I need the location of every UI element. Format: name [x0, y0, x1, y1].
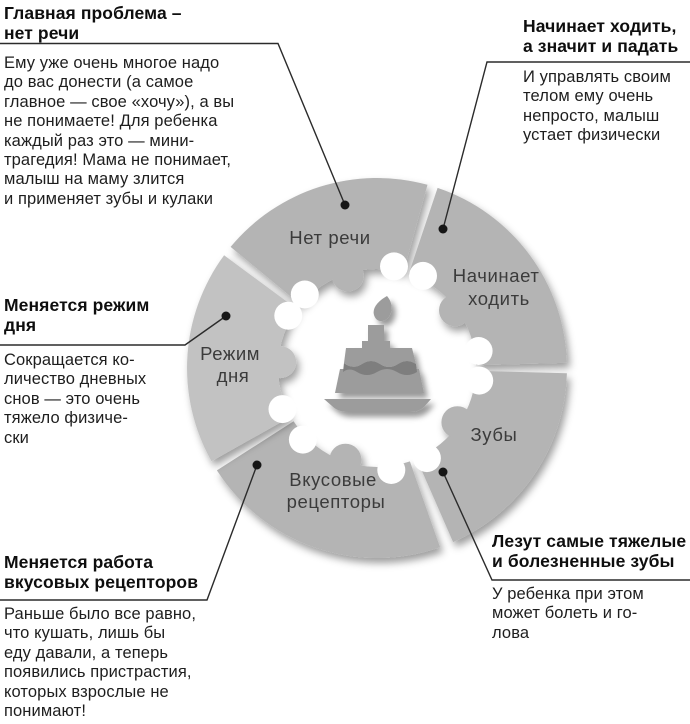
callout-body-line: что кушать, лишь бы [4, 624, 166, 643]
wheel-segment-teeth [416, 370, 567, 543]
callout-taste-body: Раньше было все равно, что кушать, лишь … [4, 605, 196, 721]
segment-shape-walking [408, 187, 567, 366]
inner-bump [439, 294, 471, 327]
callout-title-line: Главная проблема – [4, 3, 182, 23]
segment-label-walking: Начинает ходить [453, 265, 545, 309]
callout-teeth-title: Лезут самые тяжелые и болезненные зубы [492, 531, 686, 571]
callout-line-routine [0, 315, 227, 346]
callout-body-line: снов — это очень [4, 389, 141, 408]
callout-body-line: не понимаете! Для ребенка [4, 112, 218, 131]
inner-bump [329, 443, 362, 476]
inner-bump [441, 406, 474, 439]
callout-body-line: понимают! [4, 702, 87, 721]
inner-notch [412, 444, 441, 473]
inner-notch [380, 252, 408, 281]
segment-shape-no-speech [230, 177, 428, 305]
callout-routine-title: Меняется режим дня [4, 295, 149, 335]
callout-title-line: Лезут самые тяжелые [492, 531, 687, 551]
callout-title-line: Меняется работа [4, 552, 154, 572]
segment-label-teeth: Зубы [471, 424, 518, 445]
callout-dots [221, 200, 448, 477]
callout-no-speech-title: Главная проблема – нет речи [4, 3, 182, 43]
callout-body-line: телом ему очень [523, 87, 654, 106]
callout-body-line: каждый раз это — мини- [4, 131, 195, 150]
wheel: Нет речи Начинает ходить Зубы Вкусовые р… [0, 42, 690, 601]
wheel-segment-taste [216, 421, 441, 559]
callout-body-line: устает физически [523, 126, 661, 145]
birthday-cake-icon [324, 296, 431, 412]
callout-body-line: Ему уже очень многое надо [4, 54, 220, 72]
inner-notch [268, 395, 297, 424]
callout-lines [0, 42, 690, 601]
wheel-segment-walking [408, 187, 567, 366]
segment-label-taste: Вкусовые рецепторы [287, 469, 386, 512]
inner-notch [290, 280, 319, 309]
callout-title-line: а значит и падать [523, 36, 679, 56]
callout-body-line: может болеть и го- [492, 604, 638, 623]
callout-body-line: и применяет зубы и кулаки [4, 189, 214, 208]
inner-notch [464, 337, 493, 365]
callout-body-line: непросто, малыш [523, 106, 660, 125]
callout-walking-title: Начинает ходить, а значит и падать [523, 16, 678, 56]
callout-body-line: тяжело физиче- [4, 409, 128, 428]
callout-walking-body: И управлять своим телом ему очень непрос… [523, 68, 671, 146]
callout-routine-body: Сокращается ко- личество дневных снов — … [4, 351, 146, 448]
callout-body-line: лова [492, 623, 530, 642]
callout-line-taste [0, 464, 258, 601]
inner-bump [331, 259, 364, 292]
callout-dot-routine [221, 311, 231, 321]
segment-shape-taste [216, 421, 441, 559]
segment-label-no-speech: Нет речи [289, 227, 370, 248]
inner-notches [268, 252, 494, 484]
callout-line-no-speech [0, 42, 346, 206]
cake-flame [373, 296, 392, 322]
callout-taste-title: Меняется работа вкусовых рецепторов [4, 552, 198, 592]
callout-line-teeth [442, 471, 690, 581]
callout-body-line: И управлять своим [523, 68, 671, 86]
segment-shape-teeth [416, 370, 567, 543]
cake-bottom-tier [335, 369, 424, 393]
callout-dot-no-speech [340, 200, 350, 210]
inner-bump [264, 346, 297, 379]
cake-wave-shadow [343, 361, 417, 375]
segment-label-routine: Режим дня [200, 343, 266, 386]
callout-body-line: Сокращается ко- [4, 351, 135, 369]
callout-title-line: нет речи [4, 23, 80, 43]
callout-body-line: У ребенка при этом [492, 585, 644, 603]
wheel-segment-no-speech [230, 177, 428, 305]
callout-title-line: Начинает ходить, [523, 16, 677, 36]
callout-body-line: Раньше было все равно, [4, 605, 197, 623]
callout-title-line: и болезненные зубы [492, 551, 675, 571]
callout-body-line: ски [4, 428, 29, 447]
callout-body-line: личество дневных [4, 370, 147, 389]
cake-candle-base [362, 341, 390, 349]
callout-body-line: трагедия! Мама не понимает, [4, 151, 232, 170]
callout-title-line: дня [4, 315, 37, 335]
callout-dot-walking [438, 224, 448, 234]
inner-notch [377, 456, 406, 484]
callout-body-line: малыш на маму злится [4, 170, 185, 189]
inner-notch [465, 366, 494, 395]
callout-body-line: появились пристрастия, [4, 663, 192, 682]
inner-notch [274, 301, 303, 330]
callout-body-line: до вас донести (а самое [4, 73, 194, 92]
callout-line-walking [442, 61, 690, 230]
inner-notch [409, 261, 437, 290]
callout-dot-taste [252, 460, 262, 470]
cake-plate [324, 399, 431, 412]
callout-body-line: еду давали, а теперь [4, 643, 169, 662]
inner-notch [288, 425, 317, 454]
callout-title-line: вкусовых рецепторов [4, 572, 199, 592]
segment-labels: Нет речи Начинает ходить Зубы Вкусовые р… [200, 227, 545, 512]
callout-title-line: Меняется режим [4, 295, 150, 315]
callout-no-speech-body: Ему уже очень многое надо до вас донести… [4, 54, 234, 209]
cake-candle [368, 325, 384, 343]
callout-teeth-body: У ребенка при этом может болеть и го- ло… [492, 585, 644, 643]
callout-body-line: главное — свое «хочу»), а вы [4, 92, 235, 111]
callout-dot-teeth [438, 467, 448, 477]
cake-top-tier [344, 348, 416, 367]
callout-body-line: которых взрослые не [4, 682, 169, 701]
